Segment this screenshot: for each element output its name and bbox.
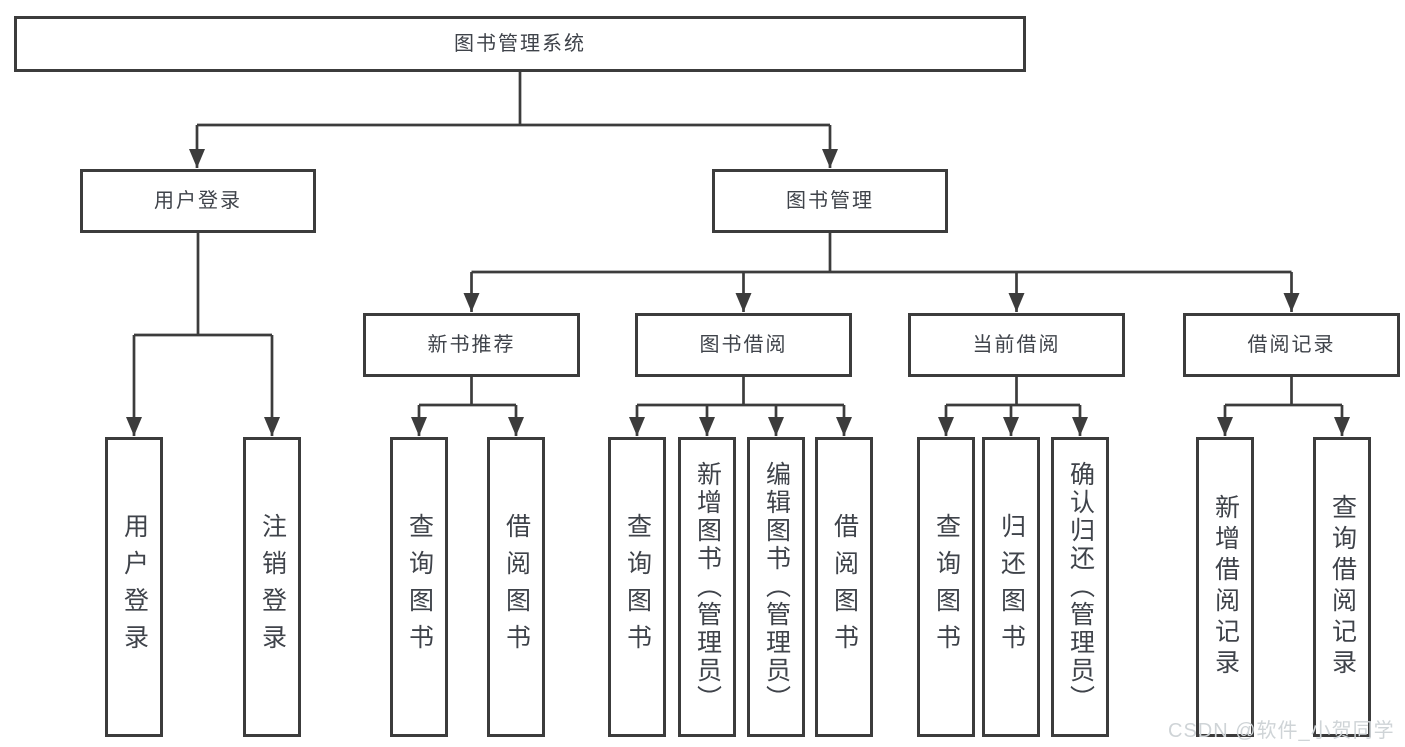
leaf-borrow-books-1-label: 借阅图书 [502, 513, 531, 661]
leaf-borrow-books-2-label: 借阅图书 [830, 513, 859, 661]
leaf-query-books-3: 查询图书 [917, 437, 975, 737]
node-library-management-system: 图书管理系统 [14, 16, 1026, 72]
leaf-add-books-admin-label: 新增图书（管理员） [693, 461, 722, 713]
node-borrow-records: 借阅记录 [1183, 313, 1400, 377]
connector-book-borrow-to-leaves [629, 377, 852, 436]
leaf-edit-books-admin-label: 编辑图书（管理员） [762, 461, 791, 713]
leaf-return-books: 归还图书 [982, 437, 1040, 737]
leaf-logout-label: 注销登录 [258, 513, 287, 661]
csdn-watermark: CSDN @软件_小贺同学 [1168, 720, 1395, 742]
leaf-user-login-label: 用户登录 [120, 513, 149, 661]
leaf-query-books-3-label: 查询图书 [932, 513, 961, 661]
node-current-borrow: 当前借阅 [908, 313, 1125, 377]
connector-book-management-to-level3 [463, 233, 1300, 312]
leaf-borrow-books-1: 借阅图书 [487, 437, 545, 737]
connector-new-book-recommend-to-leaves [411, 377, 524, 436]
leaf-add-borrow-record: 新增借阅记录 [1196, 437, 1254, 737]
node-new-book-recommend: 新书推荐 [363, 313, 580, 377]
leaf-query-books-1: 查询图书 [390, 437, 448, 737]
leaf-logout: 注销登录 [243, 437, 301, 737]
leaf-query-books-1-label: 查询图书 [405, 513, 434, 661]
leaf-borrow-books-2: 借阅图书 [815, 437, 873, 737]
leaf-add-books-admin: 新增图书（管理员） [678, 437, 736, 737]
leaf-query-books-2-label: 查询图书 [623, 513, 652, 661]
leaf-confirm-return-admin: 确认归还（管理员） [1051, 437, 1109, 737]
leaf-edit-books-admin: 编辑图书（管理员） [747, 437, 805, 737]
connector-current-borrow-to-leaves [938, 377, 1088, 436]
connector-borrow-records-to-leaves [1217, 377, 1350, 436]
leaf-query-borrow-record: 查询借阅记录 [1313, 437, 1371, 737]
node-user-login: 用户登录 [80, 169, 316, 233]
leaf-query-borrow-record-label: 查询借阅记录 [1328, 494, 1357, 680]
node-book-borrow: 图书借阅 [635, 313, 852, 377]
node-book-management: 图书管理 [712, 169, 948, 233]
leaf-add-borrow-record-label: 新增借阅记录 [1211, 494, 1240, 680]
connector-root-to-level2 [189, 72, 838, 168]
connector-user-login-to-leaves [126, 233, 280, 436]
leaf-query-books-2: 查询图书 [608, 437, 666, 737]
leaf-confirm-return-admin-label: 确认归还（管理员） [1066, 461, 1095, 713]
leaf-user-login: 用户登录 [105, 437, 163, 737]
leaf-return-books-label: 归还图书 [997, 513, 1026, 661]
